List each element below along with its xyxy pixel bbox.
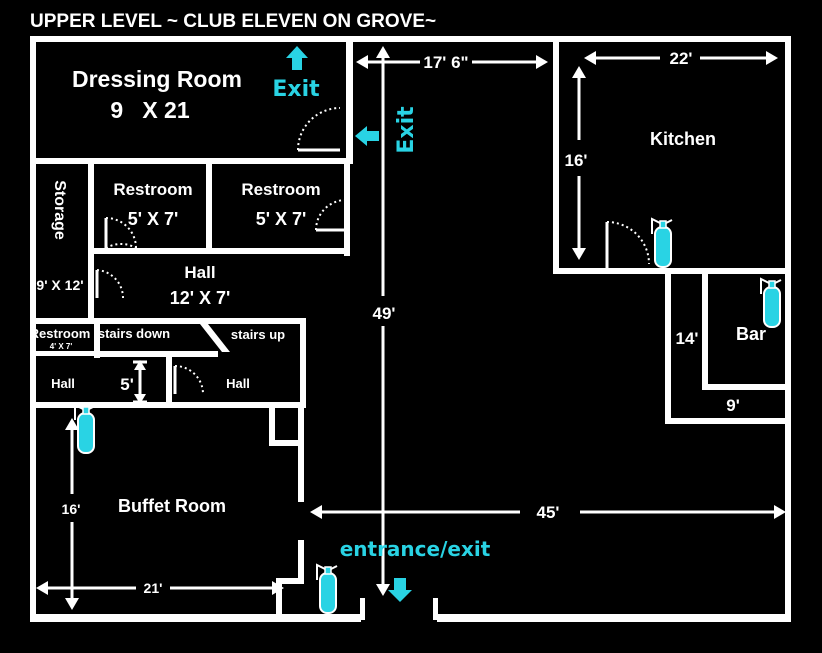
fire-extinguisher-icon	[316, 564, 338, 614]
entrance-exit-label: entrance/exit	[340, 537, 491, 561]
dim-9: 9'	[726, 396, 740, 415]
walls	[30, 36, 791, 622]
dressing-room-size: 9 X 21	[110, 97, 189, 123]
arrow-up-icon	[286, 46, 308, 70]
stairs-down-label: stairs down	[98, 326, 170, 341]
dim-16-kitchen: 16'	[565, 151, 588, 170]
exit-label-vertical: Exit	[394, 106, 419, 154]
storage-size: 9' X 12'	[36, 277, 83, 293]
dim-17-6: 17' 6"	[423, 53, 468, 72]
restroom-2-label: Restroom	[241, 180, 320, 199]
page-title: UPPER LEVEL ~ CLUB ELEVEN ON GROVE~	[30, 11, 436, 32]
kitchen-label: Kitchen	[650, 129, 716, 149]
dim-14: 14'	[676, 329, 699, 348]
dim-5: 5'	[120, 375, 134, 394]
door-swing-icon	[95, 107, 650, 395]
arrow-left-icon	[355, 126, 379, 146]
restroom-1-size: 5' X 7'	[128, 209, 179, 229]
dim-21: 21'	[144, 580, 163, 596]
restroom-1-label: Restroom	[113, 180, 192, 199]
left-hall-label: Hall	[51, 376, 75, 391]
main-hall-label: Hall	[184, 263, 215, 282]
dim-22: 22'	[670, 49, 693, 68]
dim-45: 45'	[537, 503, 560, 522]
main-hall-size: 12' X 7'	[170, 288, 231, 308]
restroom-2-size: 5' X 7'	[256, 209, 307, 229]
stairs-up-label: stairs up	[231, 327, 285, 342]
dimension-lines	[36, 46, 786, 610]
small-restroom-label: Restroom	[30, 326, 91, 341]
fire-extinguisher-icon	[651, 218, 673, 268]
exit-label-top: Exit	[272, 77, 320, 102]
fire-extinguisher-icon	[760, 278, 782, 328]
storage-label: Storage	[51, 180, 68, 240]
small-restroom-size: 4' X 7'	[50, 342, 73, 351]
buffet-room-label: Buffet Room	[118, 496, 226, 516]
arrow-down-icon	[388, 578, 412, 602]
dressing-room-label: Dressing Room	[72, 66, 242, 92]
right-hall-label: Hall	[226, 376, 250, 391]
dim-49: 49'	[373, 304, 396, 323]
bar-label: Bar	[736, 324, 766, 344]
dim-16-buffet: 16'	[62, 501, 81, 517]
fire-extinguisher-icon	[74, 404, 96, 454]
